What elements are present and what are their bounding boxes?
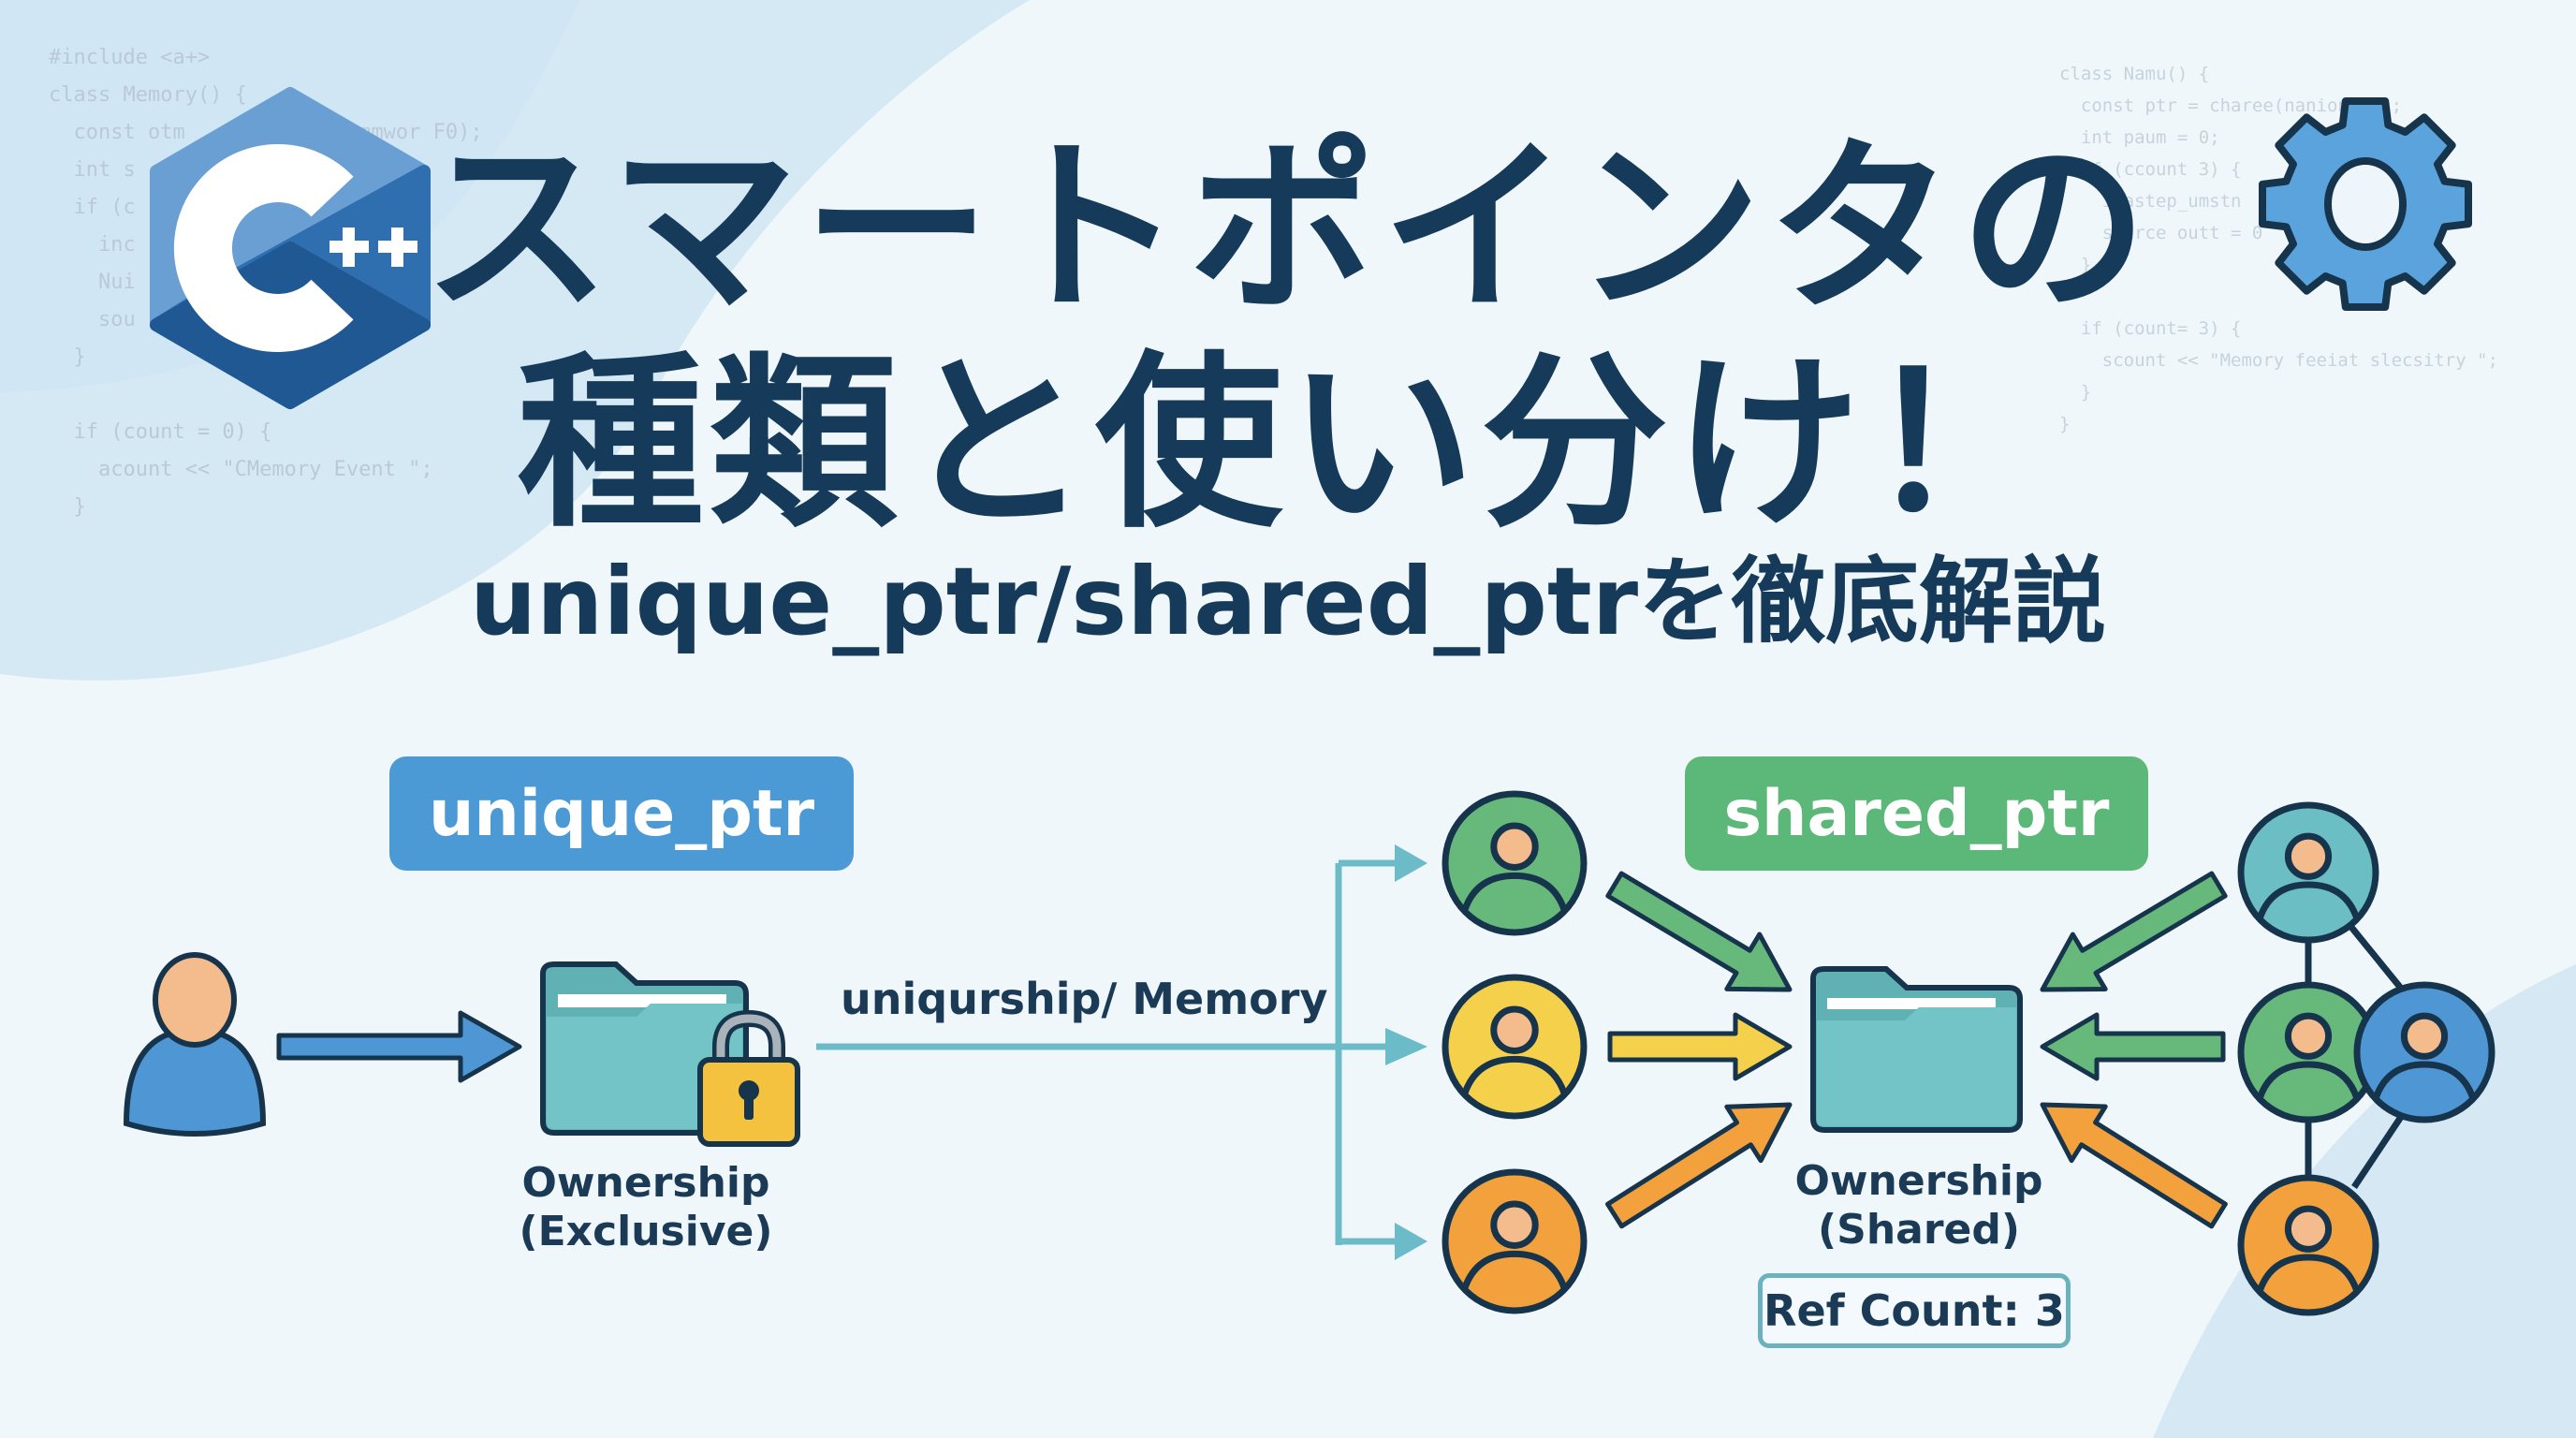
unique-ownership-arrow bbox=[276, 1010, 522, 1083]
transfer-connector bbox=[816, 859, 1395, 1245]
unique-ptr-label: unique_ptr bbox=[389, 756, 854, 871]
subtitle: unique_ptr/shared_ptrを徹底解説 bbox=[469, 547, 2107, 656]
transfer-label: uniqurship/ Memory bbox=[841, 974, 1328, 1024]
ownership-type: (Exclusive) bbox=[519, 1208, 773, 1255]
ownership-title: Ownership bbox=[1794, 1157, 2043, 1205]
shared-user-green-icon bbox=[1442, 790, 1588, 936]
ownership-title: Ownership bbox=[521, 1159, 770, 1207]
ref-count-badge: Ref Count: 3 bbox=[1758, 1273, 2071, 1348]
network-user-teal-icon bbox=[2237, 801, 2379, 944]
arrow-green-to-folder bbox=[1605, 871, 1793, 992]
arrow-orange-user-to-folder bbox=[2040, 1102, 2228, 1229]
network-user-blue-icon bbox=[2353, 981, 2496, 1123]
arrow-orange-to-folder bbox=[1605, 1102, 1793, 1229]
connector-arrowheads bbox=[1385, 844, 1427, 1260]
unique-folder-icon bbox=[540, 961, 749, 1136]
shared-folder-icon bbox=[1810, 966, 2023, 1133]
shared-user-yellow-icon bbox=[1442, 974, 1588, 1120]
arrow-green-user-to-folder bbox=[2040, 1012, 2226, 1081]
arrow-teal-user-to-folder bbox=[2040, 871, 2228, 992]
lock-icon bbox=[697, 1009, 800, 1147]
title-line-1: スマートポインタの bbox=[422, 120, 2153, 338]
ownership-exclusive-label: Ownership (Exclusive) bbox=[505, 1159, 786, 1256]
network-user-orange-icon bbox=[2237, 1174, 2379, 1316]
network-links bbox=[2305, 913, 2406, 1189]
ownership-shared-label: Ownership (Shared) bbox=[1778, 1157, 2059, 1255]
unique-owner-person-icon bbox=[123, 952, 267, 1137]
shared-user-orange-icon bbox=[1442, 1168, 1588, 1314]
ownership-type: (Shared) bbox=[1818, 1206, 2020, 1254]
title-line-2: 種類と使い分け！ bbox=[516, 335, 2059, 553]
arrow-yellow-to-folder bbox=[1607, 1012, 1793, 1081]
shared-ptr-label: shared_ptr bbox=[1685, 756, 2148, 871]
